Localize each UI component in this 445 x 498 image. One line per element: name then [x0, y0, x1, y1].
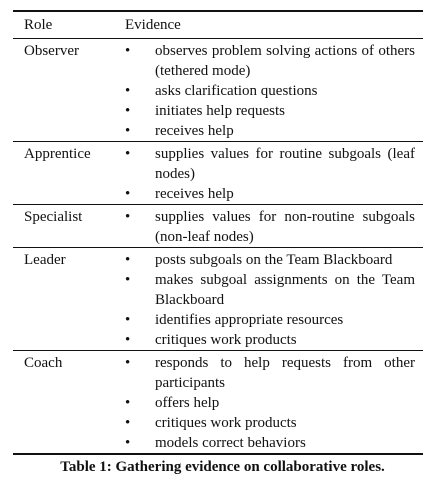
role-cell: Specialist	[24, 209, 83, 225]
roles-table: Role Evidence Observer •observes problem…	[13, 10, 423, 455]
evidence-item: •models correct behaviors	[125, 435, 306, 451]
table-row: Specialist •supplies values for non-rout…	[13, 205, 423, 247]
table-row: Apprentice •supplies values for routine …	[13, 142, 423, 204]
role-cell: Apprentice	[24, 146, 91, 162]
role-cell: Leader	[24, 252, 66, 268]
table-row: Coach •responds to help requests from ot…	[13, 351, 423, 453]
evidence-item: •posts subgoals on the Team Blackboard	[125, 252, 393, 268]
evidence-item: •receives help	[125, 186, 234, 202]
bullet-icon: •	[125, 209, 131, 225]
bullet-icon: •	[125, 123, 131, 139]
bullet-icon: •	[125, 415, 131, 431]
evidence-item: •supplies values for non-routine subgoal…	[125, 209, 415, 245]
evidence-item: •asks clarification questions	[125, 83, 318, 99]
table-row: Leader •posts subgoals on the Team Black…	[13, 248, 423, 350]
evidence-list: •supplies values for non-routine subgoal…	[125, 205, 423, 247]
evidence-item: •responds to help requests from other pa…	[125, 355, 415, 391]
bullet-icon: •	[125, 103, 131, 119]
evidence-item: •identifies appropriate resources	[125, 312, 344, 328]
evidence-item: •offers help	[125, 395, 220, 411]
header-role: Role	[24, 16, 53, 33]
evidence-item: •critiques work products	[125, 332, 297, 348]
header-evidence: Evidence	[125, 16, 181, 33]
evidence-item: •initiates help requests	[125, 103, 285, 119]
evidence-list: •observes problem solving actions of oth…	[125, 39, 423, 141]
evidence-list: •posts subgoals on the Team Blackboard •…	[125, 248, 423, 350]
evidence-item: •makes subgoal assignments on the Team B…	[125, 272, 415, 308]
evidence-list: •responds to help requests from other pa…	[125, 351, 423, 453]
evidence-list: •supplies values for routine subgoals (l…	[125, 142, 423, 204]
bullet-icon: •	[125, 435, 131, 451]
role-cell: Observer	[24, 43, 79, 59]
evidence-item: •observes problem solving actions of oth…	[125, 43, 415, 79]
bullet-icon: •	[125, 186, 131, 202]
bullet-icon: •	[125, 355, 131, 371]
table-caption: Table 1: Gathering evidence on collabora…	[60, 459, 385, 475]
row-rule	[13, 350, 423, 351]
bullet-icon: •	[125, 252, 131, 268]
evidence-item: •critiques work products	[125, 415, 297, 431]
top-rule	[13, 10, 423, 12]
header-rule	[13, 38, 423, 39]
header-row: Role Evidence	[13, 12, 423, 38]
bullet-icon: •	[125, 83, 131, 99]
bullet-icon: •	[125, 395, 131, 411]
bullet-icon: •	[125, 312, 131, 328]
row-rule	[13, 204, 423, 205]
role-cell: Coach	[24, 355, 63, 371]
evidence-item: •receives help	[125, 123, 234, 139]
table-row: Observer •observes problem solving actio…	[13, 39, 423, 141]
evidence-item: •supplies values for routine subgoals (l…	[125, 146, 415, 182]
bullet-icon: •	[125, 146, 131, 162]
bullet-icon: •	[125, 43, 131, 59]
bottom-rule	[13, 453, 423, 455]
row-rule	[13, 141, 423, 142]
bullet-icon: •	[125, 332, 131, 348]
row-rule	[13, 247, 423, 248]
bullet-icon: •	[125, 272, 131, 288]
